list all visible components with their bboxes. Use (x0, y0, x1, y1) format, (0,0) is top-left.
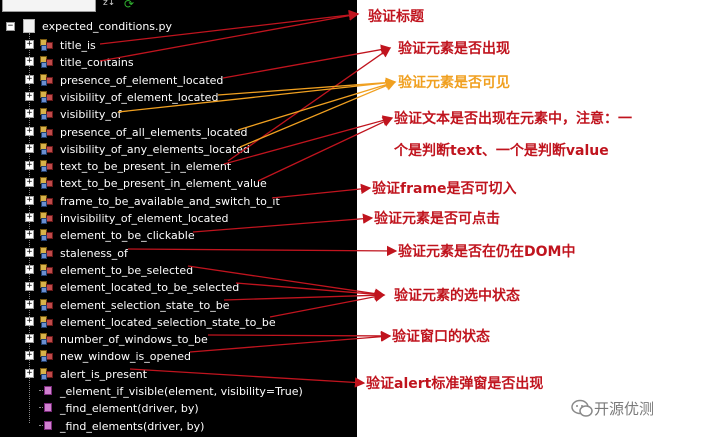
expand-toggle[interactable]: + (25, 39, 34, 49)
tree-item-label[interactable]: visibility_of (60, 108, 122, 122)
expand-toggle[interactable]: + (25, 281, 34, 292)
annotation-label: 验证窗口的状态 (392, 329, 490, 345)
tree-item-label[interactable]: element_located_to_be_selected (60, 281, 240, 295)
expand-toggle[interactable]: + (25, 298, 34, 309)
expand-toggle[interactable]: + (25, 194, 34, 205)
class-icon (39, 263, 55, 277)
tree-item-label[interactable]: presence_of_element_located (60, 73, 224, 87)
wechat-logo-icon (571, 399, 593, 417)
expand-toggle[interactable]: + (25, 177, 34, 188)
expand-toggle[interactable]: + (25, 90, 34, 101)
expand-toggle[interactable]: + (25, 56, 34, 67)
class-icon (39, 315, 55, 329)
watermark-text: 开源优测 (594, 400, 655, 418)
class-icon (39, 107, 55, 121)
tree-item-label[interactable]: text_to_be_present_in_element (60, 160, 232, 174)
tree-item-label[interactable]: element_to_be_selected (60, 263, 194, 277)
expand-toggle[interactable]: + (25, 350, 34, 361)
outline-filter-input[interactable] (2, 0, 96, 12)
outline-toolbar: z↓ ⟳ (0, 0, 357, 14)
tree-item-label[interactable]: invisibility_of_element_located (60, 212, 229, 225)
tree-item-label[interactable]: number_of_windows_to_be (60, 333, 208, 347)
class-icon (39, 211, 55, 225)
tree-item-label[interactable]: element_to_be_clickable (60, 229, 195, 243)
annotation-label: 验证alert标准弹窗是否出现 (366, 376, 544, 392)
function-icon (39, 420, 53, 432)
function-icon (39, 402, 53, 414)
az-sort-icon[interactable]: z↓ (103, 0, 116, 8)
annotation-label: 验证frame是否可切入 (372, 181, 517, 197)
expand-toggle[interactable]: + (25, 315, 34, 326)
tree-item-label[interactable]: element_located_selection_state_to_be (60, 315, 276, 329)
expand-toggle[interactable]: + (25, 367, 34, 378)
class-icon (39, 55, 55, 69)
class-icon (39, 90, 55, 104)
class-icon (39, 298, 55, 312)
tree-item-label[interactable]: alert_is_present (60, 367, 148, 381)
class-icon (39, 125, 55, 139)
tree-item-label[interactable]: visibility_of_any_elements_located (60, 142, 250, 156)
expand-toggle[interactable]: + (25, 333, 34, 344)
tree-item-label[interactable]: new_window_is_opened (60, 350, 191, 364)
python-file-icon (23, 19, 35, 33)
class-icon (39, 194, 55, 208)
class-icon (39, 159, 55, 173)
tree-item-label[interactable]: visibility_of_element_located (60, 90, 219, 104)
class-icon (39, 142, 55, 156)
class-icon (39, 367, 55, 381)
annotation-label: 个是判断text、一个是判断value (394, 143, 609, 159)
expand-toggle[interactable]: + (25, 263, 34, 274)
expand-toggle[interactable]: + (25, 229, 34, 240)
refresh-icon[interactable]: ⟳ (124, 0, 135, 11)
class-icon (39, 280, 55, 294)
expand-toggle[interactable]: + (25, 73, 34, 84)
function-label[interactable]: _find_element(driver, by) (60, 402, 199, 416)
class-icon (39, 38, 55, 52)
function-icon (39, 385, 53, 397)
expand-toggle[interactable]: + (25, 125, 34, 136)
tree-item-label[interactable]: staleness_of (60, 246, 128, 260)
expand-toggle[interactable]: + (25, 160, 34, 171)
tree-guide-line (29, 33, 30, 423)
class-icon (39, 73, 55, 87)
annotation-label: 验证元素是否可见 (398, 75, 510, 91)
annotation-label: 验证元素是否出现 (398, 41, 510, 57)
expand-toggle[interactable]: + (25, 246, 34, 257)
class-icon (39, 176, 55, 190)
tree-item-label[interactable]: text_to_be_present_in_element_value (60, 177, 267, 191)
class-icon (39, 332, 55, 346)
tree-item-label[interactable]: title_is (60, 39, 96, 52)
class-icon (39, 349, 55, 363)
tree-item-label[interactable]: presence_of_all_elements_located (60, 125, 248, 139)
function-label[interactable]: _element_if_visible(element, visibility=… (60, 385, 303, 398)
tree-item-label[interactable]: title_contains (60, 56, 134, 70)
function-label[interactable]: _find_elements(driver, by) (60, 419, 205, 433)
file-name[interactable]: expected_conditions.py (42, 20, 173, 33)
collapse-toggle-root[interactable]: − (6, 21, 15, 31)
annotation-label: 验证文本是否出现在元素中，注意：一 (394, 111, 632, 127)
class-icon (39, 246, 55, 260)
expand-toggle[interactable]: + (25, 108, 34, 119)
annotation-label: 验证元素是否可点击 (374, 211, 500, 227)
annotation-label: 验证元素是否在仍在DOM中 (398, 244, 576, 260)
tree-item-label[interactable]: element_selection_state_to_be (60, 298, 230, 312)
expand-toggle[interactable]: + (25, 142, 34, 153)
expand-toggle[interactable]: + (25, 212, 34, 222)
annotation-label: 验证元素的选中状态 (394, 288, 520, 304)
outline-panel: z↓ ⟳ − expected_conditions.py + title_is +… (0, 0, 357, 437)
tree-item-label[interactable]: frame_to_be_available_and_switch_to_it (60, 194, 280, 208)
class-icon (39, 228, 55, 242)
annotation-label: 验证标题 (368, 9, 424, 25)
